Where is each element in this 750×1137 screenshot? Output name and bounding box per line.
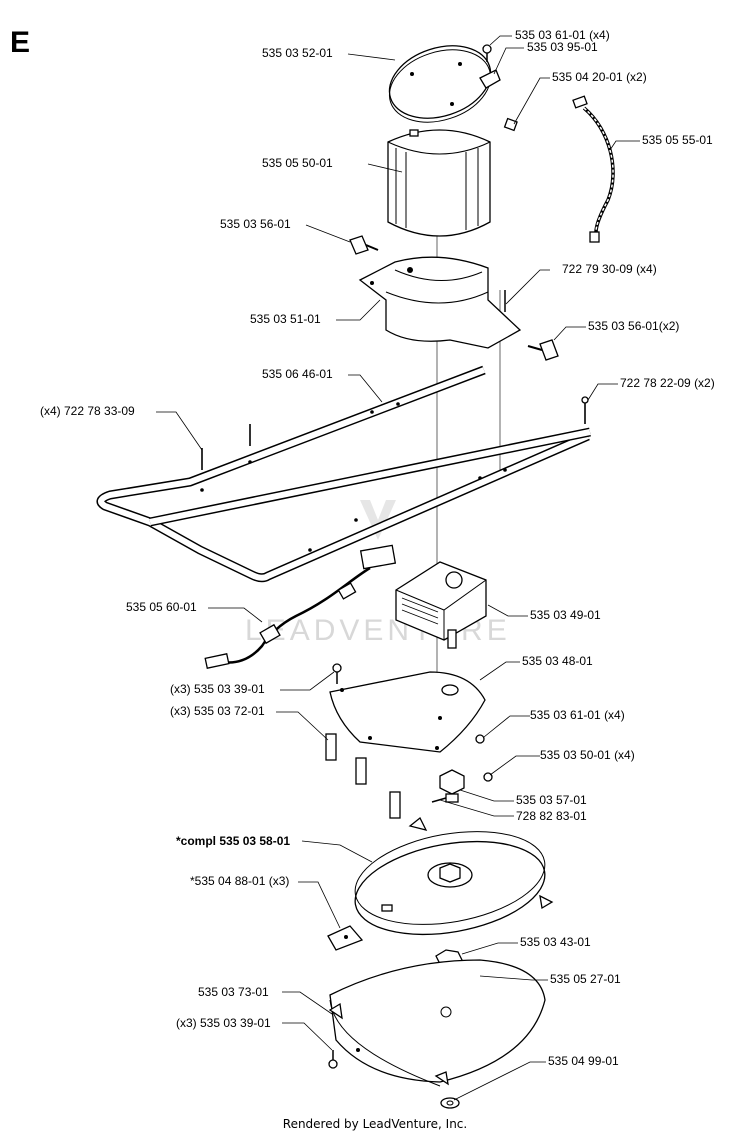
callout-compl-535-03-58-01: *compl 535 03 58-01 (176, 834, 290, 848)
callout-535-03-61-01-x4-top: 535 03 61-01 (x4) (515, 28, 610, 42)
callout-535-03-51-01: 535 03 51-01 (250, 312, 321, 326)
callout-535-03-95-01: 535 03 95-01 (527, 40, 598, 54)
callout-labels: 535 03 61-01 (x4) 535 03 95-01 535 03 52… (40, 28, 715, 1068)
callout-535-03-72-01: (x3) 535 03 72-01 (170, 704, 265, 718)
callout-535-05-27-01: 535 05 27-01 (550, 972, 621, 986)
callout-535-03-50-01: 535 03 50-01 (x4) (540, 748, 635, 762)
callout-722-78-33-09: (x4) 722 78 33-09 (40, 404, 135, 418)
callout-535-04-99-01: 535 04 99-01 (548, 1054, 619, 1068)
plate-small-screws (475, 734, 493, 782)
footer-credit: Rendered by LeadVenture, Inc. (282, 1117, 468, 1131)
callout-535-03-52-01: 535 03 52-01 (262, 46, 333, 60)
cover-clip (479, 69, 501, 89)
motor-mount (358, 256, 522, 349)
callout-722-78-22-09: 722 78 22-09 (x2) (620, 376, 715, 390)
callout-535-03-48-01: 535 03 48-01 (522, 654, 593, 668)
motor (395, 561, 487, 649)
bolt-lower (527, 339, 559, 361)
callout-535-03-43-01: 535 03 43-01 (520, 935, 591, 949)
callout-535-03-61-01-x4-lower: 535 03 61-01 (x4) (530, 708, 625, 722)
frame-screws (201, 396, 589, 470)
washer (440, 1097, 460, 1109)
leader-lines (156, 35, 640, 1101)
guard-screw (328, 1050, 338, 1069)
motor-plate (329, 671, 486, 753)
handle-frame (96, 365, 591, 583)
callout-535-03-57-01: 535 03 57-01 (516, 793, 587, 807)
callout-728-82-83-01: 728 82 83-01 (516, 809, 587, 823)
top-cover-plate (388, 45, 492, 123)
callout-535-05-55-01: 535 05 55-01 (642, 133, 713, 147)
cover-screw (482, 44, 492, 62)
callout-535-04-88-01: *535 04 88-01 (x3) (190, 874, 289, 888)
blade-knife (327, 925, 364, 951)
bottom-guard (328, 959, 546, 1087)
bolt-upper (349, 235, 379, 255)
plate-screw-top (332, 663, 342, 684)
small-nut (503, 117, 518, 132)
callout-535-03-49-01: 535 03 49-01 (530, 608, 601, 622)
section-letter: E (10, 26, 30, 59)
callout-535-03-56-01: 535 03 56-01 (220, 217, 291, 231)
blade-disc (354, 816, 554, 936)
switch-harness (204, 544, 397, 669)
ground-wire (572, 95, 615, 243)
spacers (325, 733, 401, 819)
callout-535-06-46-01: 535 06 46-01 (262, 367, 333, 381)
callout-535-03-73-01: 535 03 73-01 (198, 985, 269, 999)
callout-535-04-20-01: 535 04 20-01 (x2) (552, 70, 647, 84)
callout-535-03-39-01-lower: (x3) 535 03 39-01 (176, 1016, 271, 1030)
callout-535-05-60-01: 535 05 60-01 (126, 600, 197, 614)
callout-535-05-50-01: 535 05 50-01 (262, 156, 333, 170)
callout-722-79-30-09: 722 79 30-09 (x4) (562, 262, 657, 276)
callout-535-03-39-01-upper: (x3) 535 03 39-01 (170, 682, 265, 696)
motor-housing (387, 129, 491, 237)
callout-535-03-56-01-x2: 535 03 56-01(x2) (588, 319, 679, 333)
hub-adapter (431, 769, 465, 803)
